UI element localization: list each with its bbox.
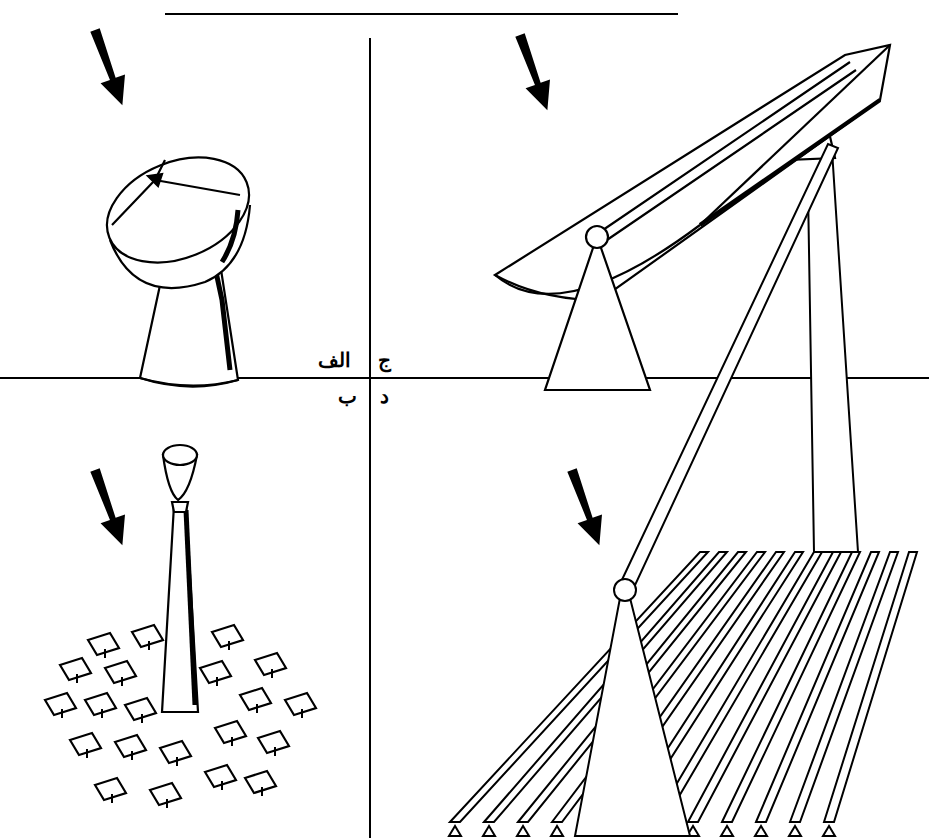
- strip-foot: [789, 826, 801, 836]
- heliostat: [215, 721, 246, 746]
- fresnel-support: [575, 598, 690, 836]
- heliostat: [132, 625, 163, 650]
- heliostat: [150, 783, 181, 808]
- heliostat: [125, 698, 156, 723]
- heliostat: [212, 625, 243, 650]
- solar-tower: [162, 445, 198, 712]
- strip-foot: [823, 826, 835, 836]
- heliostat: [255, 653, 286, 678]
- strip-foot: [755, 826, 767, 836]
- strip-foot: [449, 826, 461, 836]
- heliostat: [45, 693, 76, 718]
- heliostat: [88, 633, 119, 658]
- panel-letter: ب: [338, 386, 357, 406]
- trough-shading: [700, 100, 880, 225]
- trough-support: [545, 245, 650, 390]
- heliostat: [160, 741, 191, 766]
- heliostat: [205, 765, 236, 790]
- receiver-neck: [172, 502, 188, 512]
- heliostat: [245, 771, 276, 796]
- heliostat: [70, 733, 101, 758]
- dish-rim: [91, 138, 264, 282]
- heliostat: [200, 661, 231, 686]
- strip-foot: [483, 826, 495, 836]
- dish-strut: [112, 160, 240, 225]
- trough-rim: [700, 45, 890, 225]
- tower-shaft: [162, 505, 198, 712]
- receiver-top: [163, 445, 197, 465]
- pedestal-base: [140, 378, 238, 387]
- linear-fresnel: [449, 144, 917, 836]
- strip-foot: [551, 826, 563, 836]
- divider-line: [369, 38, 371, 838]
- dish-receiver: [148, 174, 162, 186]
- pivot: [586, 226, 608, 248]
- tower-shading: [186, 510, 195, 705]
- heliostat: [115, 735, 146, 760]
- heliostat: [258, 731, 289, 756]
- heliostat: [285, 693, 316, 718]
- mirror-strip: [824, 552, 917, 822]
- heliostat: [240, 688, 271, 713]
- heliostat: [95, 778, 126, 803]
- strip-foot: [721, 826, 733, 836]
- fresnel-back-support: [808, 150, 858, 552]
- fresnel-receiver: [620, 144, 838, 596]
- panel-letter: الف: [318, 350, 351, 370]
- panel-letter: د: [380, 386, 389, 406]
- heliostat: [105, 661, 136, 686]
- dish-shading: [222, 210, 238, 262]
- sun-arrow: [83, 26, 135, 110]
- mirror-strip: [756, 552, 879, 822]
- sun-arrow: [560, 466, 612, 550]
- top-rule: [165, 13, 678, 15]
- heliostat: [85, 693, 116, 718]
- sun-arrow: [508, 31, 560, 115]
- heliostat: [60, 658, 91, 683]
- parabolic-dish: [91, 138, 264, 387]
- pivot: [614, 579, 636, 601]
- strip-foot: [517, 826, 529, 836]
- sun-arrow: [83, 466, 135, 550]
- panel-letter: ج: [378, 350, 391, 370]
